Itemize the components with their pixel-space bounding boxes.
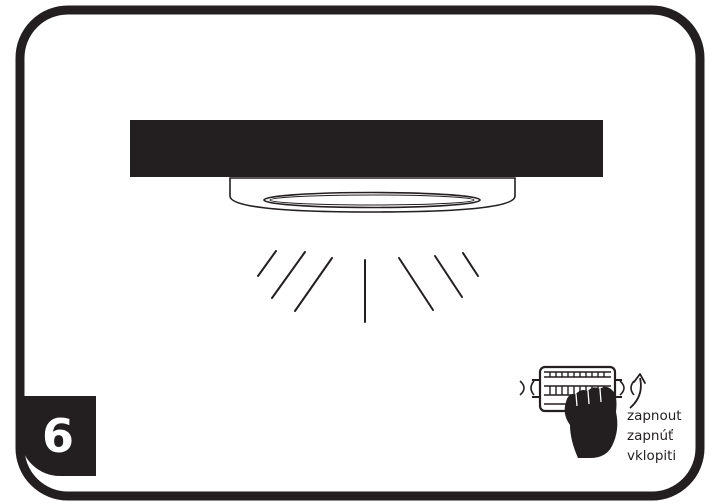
light-ray (462, 252, 479, 277)
light-rays-icon (257, 250, 479, 323)
light-ray (434, 255, 463, 298)
switch-caption: zapnout zapnúť vklopiti (627, 406, 711, 466)
curved-arrow-up-icon (629, 373, 646, 409)
switch-label-sk: zapnúť (627, 428, 674, 444)
panel-border (15, 5, 705, 501)
hand-pressing-icon (564, 386, 618, 458)
light-ray (294, 257, 333, 312)
switch-label-sl: vklopiti (627, 448, 677, 464)
light-ray (398, 257, 434, 311)
ceiling-lamp-icon (229, 177, 516, 213)
switch-label-cs: zapnout (627, 408, 682, 424)
light-ray (257, 250, 277, 277)
ceiling-bar (130, 120, 603, 177)
step-number-badge: 6 (20, 396, 96, 476)
light-ray (271, 251, 306, 299)
